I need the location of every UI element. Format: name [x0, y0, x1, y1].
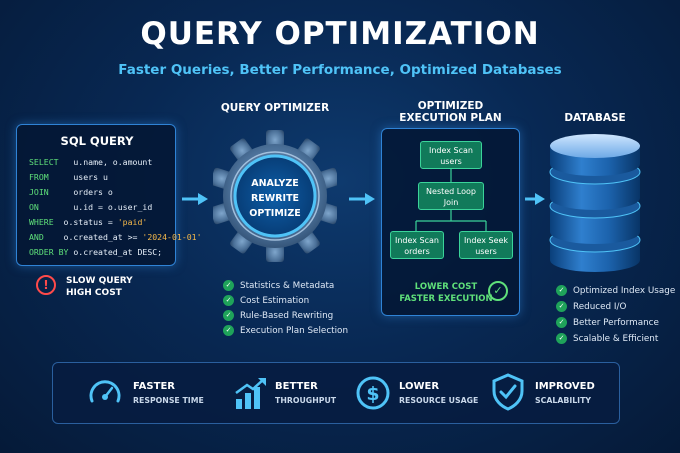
- metric-subtitle: SCALABILITY: [535, 396, 592, 405]
- sql-line: JOIN orders o: [29, 187, 113, 197]
- sql-query-panel: SQL QUERY SELECT u.name, o.amount FROM u…: [16, 124, 202, 266]
- check-icon: ✓: [223, 295, 234, 306]
- check-icon: ✓: [223, 280, 234, 291]
- check-icon: ✓: [556, 285, 567, 296]
- sql-line: WHERE o.status = 'paid': [29, 217, 148, 227]
- metric-title: LOWER: [399, 381, 440, 392]
- list-item: Rule-Based Rewriting: [240, 311, 334, 321]
- list-item: Better Performance: [573, 318, 659, 328]
- sql-line: FROM users u: [29, 172, 108, 182]
- metric-subtitle: RESOURCE USAGE: [399, 396, 479, 405]
- database-title: DATABASE: [564, 112, 626, 124]
- plan-result-text: LOWER COST FASTER EXECUTION: [399, 282, 493, 304]
- metric-title: IMPROVED: [535, 381, 595, 392]
- benefits-panel: FASTER RESPONSE TIME BETTER THROUGHPUT $…: [52, 362, 620, 424]
- bar-growth-icon: [233, 375, 269, 415]
- list-item: Scalable & Efficient: [573, 334, 659, 344]
- check-icon: ✓: [223, 310, 234, 321]
- gear-icon: [210, 126, 340, 274]
- database-icon: [546, 128, 644, 282]
- slow-query-warning: SLOW QUERY HIGH COST: [66, 276, 133, 298]
- check-circle-icon: ✓: [488, 281, 508, 301]
- metric-subtitle: THROUGHPUT: [275, 396, 337, 405]
- gear-label: ANALYZE REWRITE OPTIMIZE: [249, 178, 301, 219]
- list-item: Optimized Index Usage: [573, 286, 676, 296]
- dollar-icon: $: [355, 375, 391, 415]
- check-icon: ✓: [556, 301, 567, 312]
- page-title: QUERY OPTIMIZATION: [140, 16, 540, 52]
- sql-line: ON u.id = o.user_id: [29, 202, 153, 212]
- sql-line: AND o.created_at >= '2024-01-01': [29, 232, 202, 242]
- check-icon: ✓: [556, 333, 567, 344]
- flow-arrow-icon: [180, 191, 210, 207]
- check-icon: ✓: [223, 325, 234, 336]
- metric-subtitle: RESPONSE TIME: [133, 396, 204, 405]
- sql-line: ORDER BY o.created_at DESC;: [29, 247, 163, 257]
- list-item: Cost Estimation: [240, 296, 310, 306]
- svg-text:$: $: [366, 383, 379, 405]
- sql-line: SELECT u.name, o.amount: [29, 157, 153, 167]
- list-item: Reduced I/O: [573, 302, 627, 312]
- metric-title: BETTER: [275, 381, 318, 392]
- optimizer-title: QUERY OPTIMIZER: [220, 102, 330, 114]
- page-subtitle: Faster Queries, Better Performance, Opti…: [118, 62, 562, 78]
- plan-title: OPTIMIZED EXECUTION PLAN: [399, 100, 502, 124]
- flow-arrow-icon: [523, 191, 547, 207]
- plan-connectors: [415, 168, 487, 231]
- list-item: Statistics & Metadata: [240, 281, 335, 291]
- flow-arrow-icon: [347, 191, 377, 207]
- warning-icon: !: [36, 275, 56, 295]
- check-icon: ✓: [556, 317, 567, 328]
- list-item: Execution Plan Selection: [240, 326, 349, 336]
- sql-panel-title: SQL QUERY: [60, 134, 134, 148]
- metric-title: FASTER: [133, 381, 175, 392]
- speedometer-icon: [87, 375, 123, 415]
- shield-check-icon: [491, 373, 525, 415]
